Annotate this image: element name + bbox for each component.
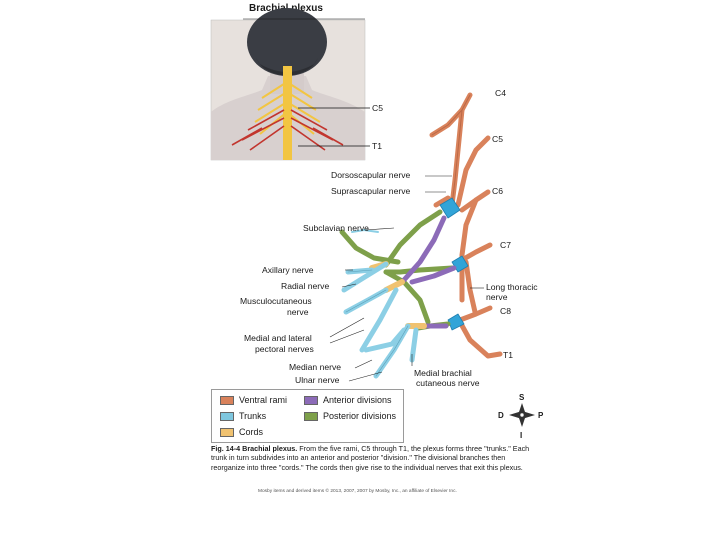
label-pectoral-line2: pectoral nerves bbox=[255, 344, 314, 354]
label-median-nerve: Median nerve bbox=[289, 362, 341, 372]
label-pectoral-line1: Medial and lateral bbox=[244, 333, 312, 343]
copyright-credit: Mosby items and derived items © 2013, 20… bbox=[258, 489, 457, 494]
legend: Ventral rami Anterior divisions Trunks P… bbox=[211, 389, 404, 443]
legend-item-cords: Cords bbox=[220, 427, 263, 437]
orientation-compass bbox=[509, 403, 535, 427]
root-label-c5: C5 bbox=[492, 134, 503, 144]
legend-item-posterior-divisions: Posterior divisions bbox=[304, 411, 396, 421]
label-suprascapular-nerve: Suprascapular nerve bbox=[331, 186, 411, 196]
root-label-c4: C4 bbox=[495, 88, 506, 98]
root-label-c6: C6 bbox=[492, 186, 503, 196]
label-radial-nerve: Radial nerve bbox=[281, 281, 329, 291]
back-inset-illustration bbox=[210, 8, 370, 161]
label-musculocutaneous-line2: nerve bbox=[287, 307, 309, 317]
legend-label: Trunks bbox=[239, 411, 267, 421]
root-label-c8: C8 bbox=[500, 306, 511, 316]
legend-swatch bbox=[220, 427, 234, 437]
trunks bbox=[439, 197, 469, 331]
caption-body: From the five rami, C5 through T1, the p… bbox=[211, 444, 530, 472]
figure-caption: Fig. 14-4 Brachial plexus. From the five… bbox=[211, 444, 541, 472]
label-musculocutaneous-line1: Musculocutaneous bbox=[240, 296, 312, 306]
legend-item-ventral-rami: Ventral rami bbox=[220, 395, 287, 405]
compass-distal: D bbox=[498, 411, 504, 420]
legend-label: Ventral rami bbox=[239, 395, 288, 405]
label-axillary-nerve: Axillary nerve bbox=[262, 265, 314, 275]
inset-label-c5: C5 bbox=[372, 103, 383, 113]
label-long-thoracic-line1: Long thoracic bbox=[486, 282, 538, 292]
legend-item-anterior-divisions: Anterior divisions bbox=[304, 395, 392, 405]
legend-label: Anterior divisions bbox=[323, 395, 392, 405]
label-medial-brachial-line1: Medial brachial bbox=[414, 368, 472, 378]
legend-label: Posterior divisions bbox=[323, 411, 397, 421]
caption-lead: Fig. 14-4 Brachial plexus. bbox=[211, 444, 298, 453]
plexus-illustration bbox=[339, 92, 503, 379]
legend-label: Cords bbox=[239, 427, 264, 437]
root-label-t1: T1 bbox=[503, 350, 513, 360]
root-label-c7: C7 bbox=[500, 240, 511, 250]
legend-swatch bbox=[220, 411, 234, 421]
legend-swatch bbox=[220, 395, 234, 405]
label-long-thoracic-line2: nerve bbox=[486, 292, 508, 302]
label-dorsoscapular-nerve: Dorsoscapular nerve bbox=[331, 170, 411, 180]
inset-label-t1: T1 bbox=[372, 141, 382, 151]
label-subclavian-nerve: Subclavian nerve bbox=[303, 223, 369, 233]
compass-inferior: I bbox=[520, 431, 522, 440]
legend-swatch bbox=[304, 411, 318, 421]
label-ulnar-nerve: Ulnar nerve bbox=[295, 375, 340, 385]
label-medial-brachial-line2: cutaneous nerve bbox=[416, 378, 480, 388]
legend-swatch bbox=[304, 395, 318, 405]
compass-proximal: P bbox=[538, 411, 544, 420]
anterior-divisions bbox=[401, 215, 457, 329]
compass-superior: S bbox=[519, 393, 525, 402]
legend-item-trunks: Trunks bbox=[220, 411, 266, 421]
label-leaders bbox=[329, 175, 484, 382]
